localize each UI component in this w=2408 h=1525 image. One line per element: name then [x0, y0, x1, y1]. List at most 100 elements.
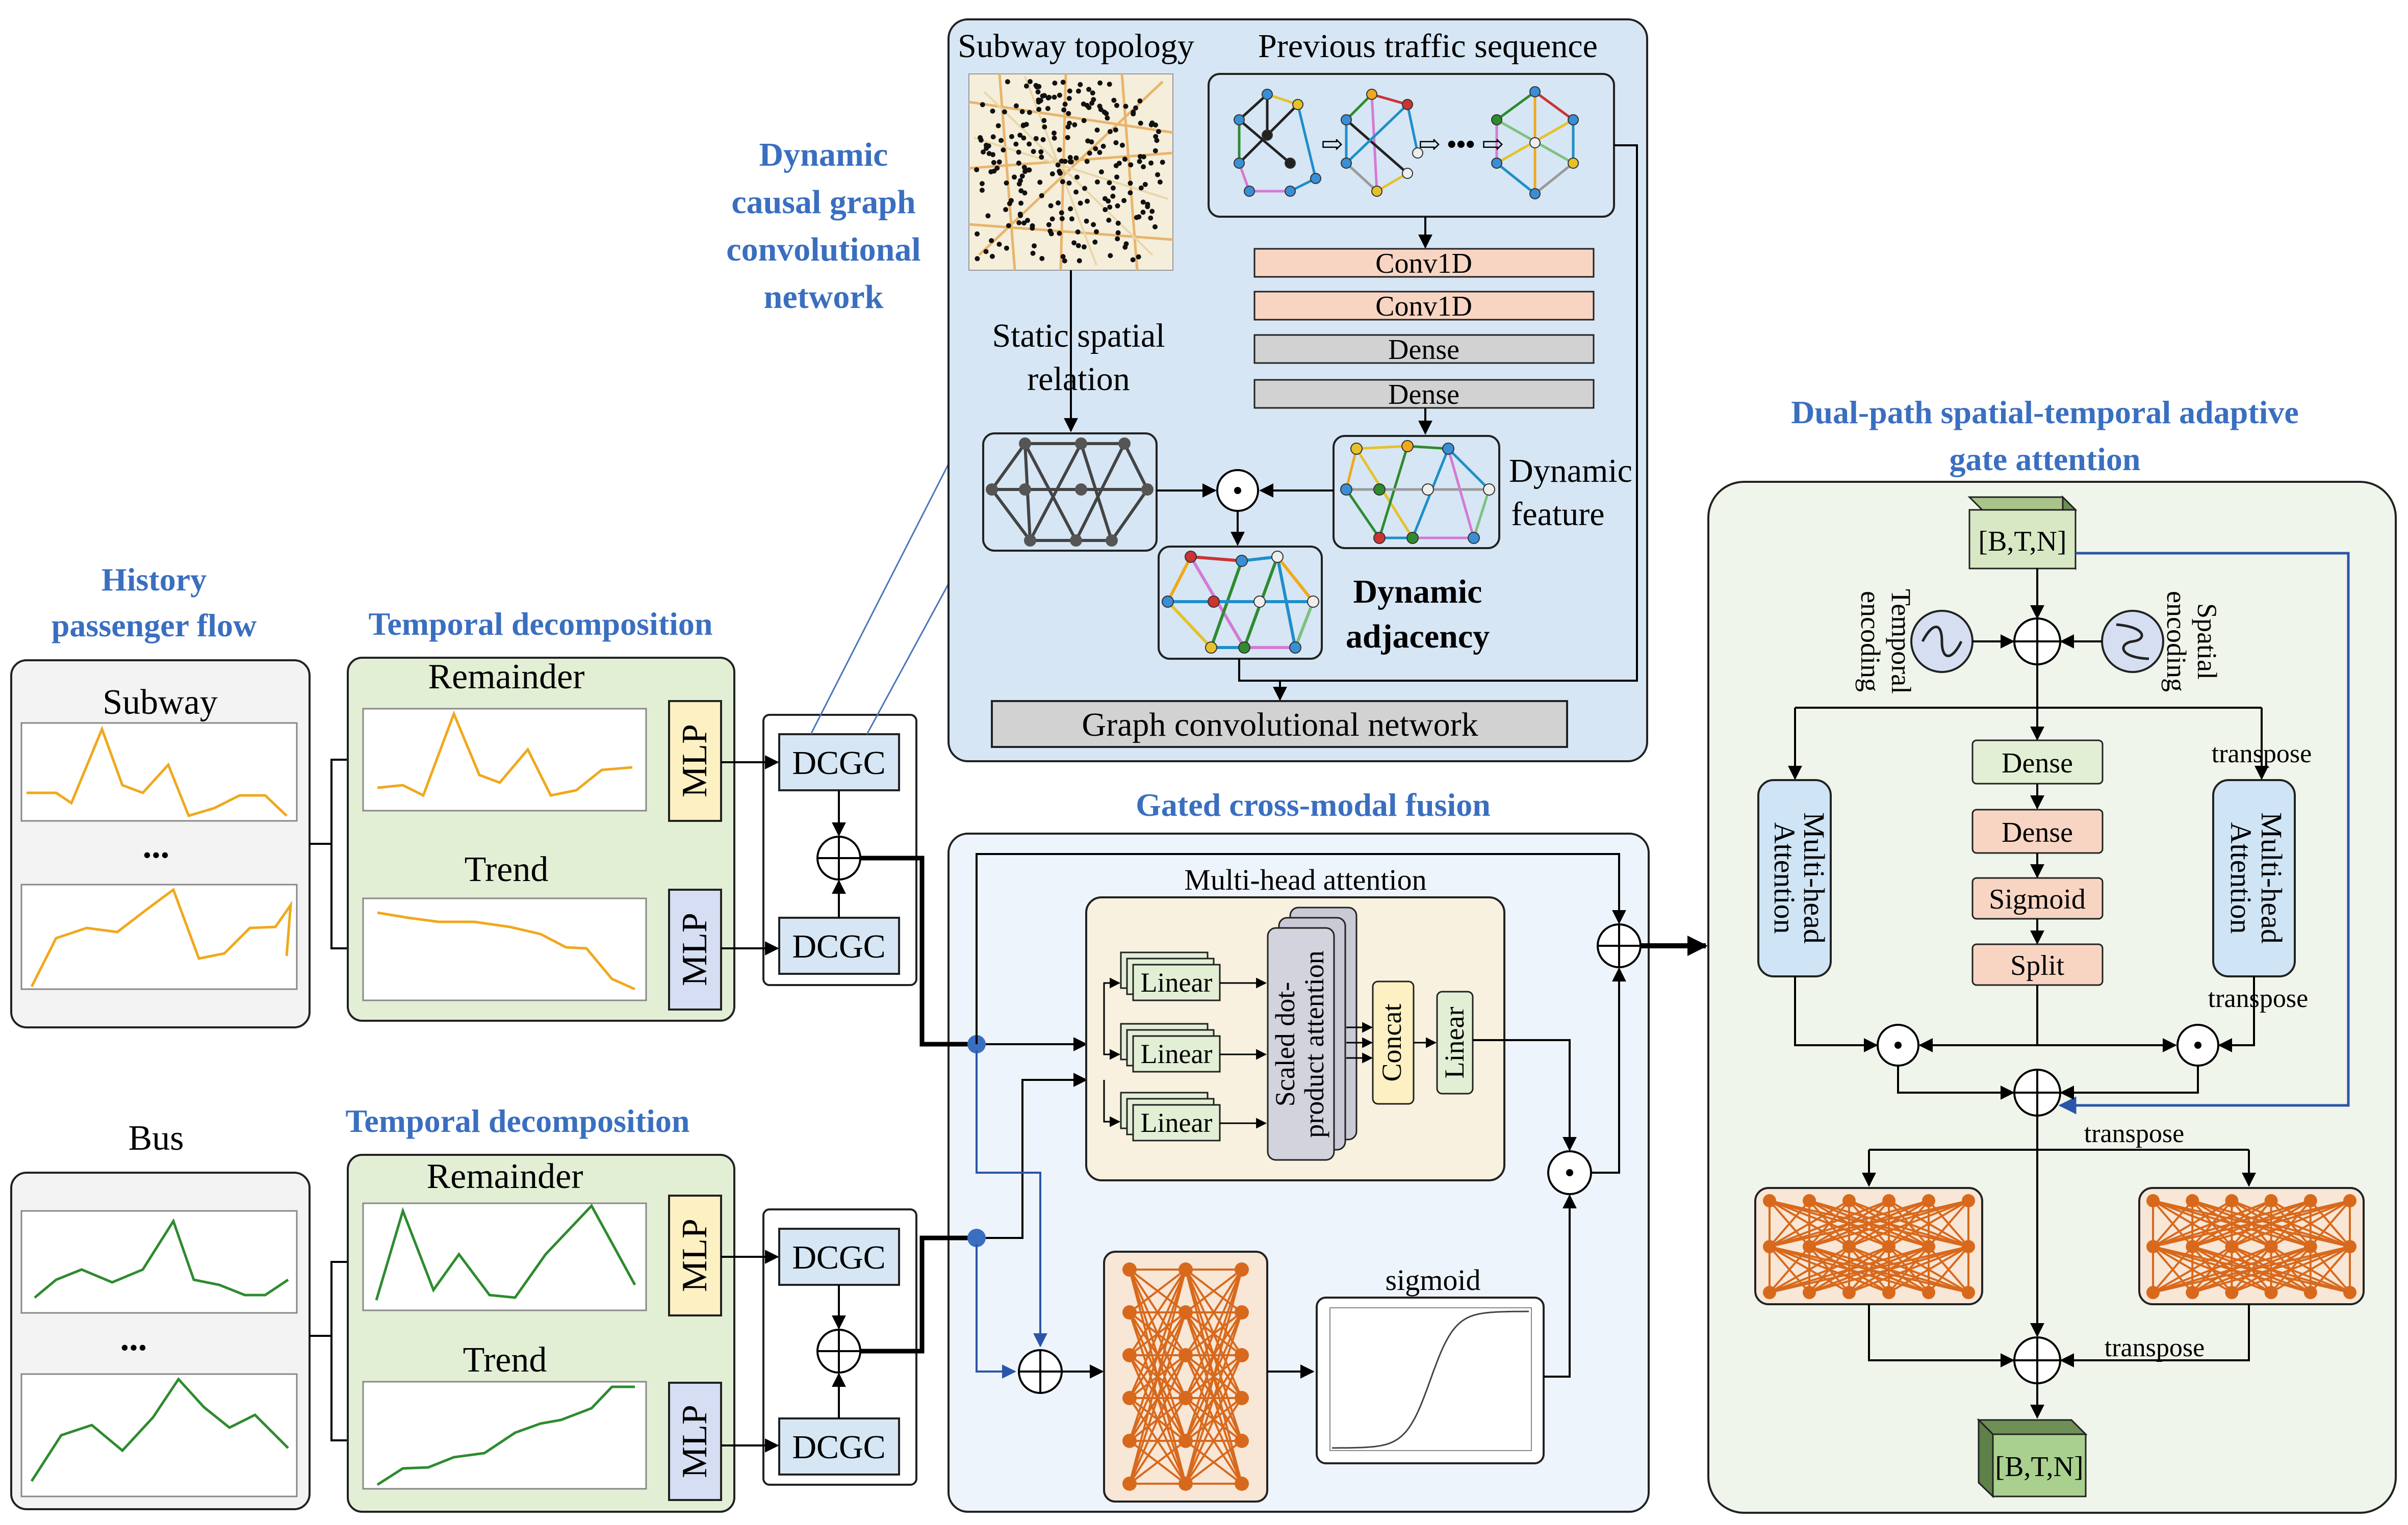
station-dot: [1038, 98, 1043, 104]
station-dot: [1018, 200, 1023, 206]
station-dot: [1107, 129, 1113, 135]
station-dot: [1133, 105, 1138, 111]
station-dot: [1045, 95, 1051, 101]
spatial-ffn-node: [2343, 1240, 2356, 1253]
traffic-node: [1262, 89, 1273, 100]
station-dot: [1066, 180, 1072, 186]
spatial-ffn-node: [2303, 1194, 2317, 1207]
station-dot: [1067, 120, 1072, 126]
linear-label-3: Linear: [1141, 1107, 1213, 1138]
fusion-net-node: [1179, 1434, 1193, 1448]
traffic-node: [1568, 158, 1579, 169]
station-dot: [1030, 250, 1036, 256]
station-dot: [975, 231, 980, 237]
temporal-ffn-node: [1962, 1194, 1975, 1207]
dense-layer-1-label: Dense: [1388, 334, 1459, 366]
fusion-net-node: [1235, 1305, 1249, 1320]
temporal-ffn-node: [1842, 1286, 1856, 1299]
fusion-net-node: [1179, 1262, 1193, 1277]
sigmoid-curve: [1332, 1310, 1529, 1449]
mlp-remainder-bus: [668, 1195, 722, 1316]
remainder-chart-subway: [362, 708, 647, 812]
station-dot: [1049, 171, 1055, 176]
station-dot: [983, 142, 989, 148]
output-tensor: [1977, 1418, 2088, 1498]
station-dot: [1019, 173, 1025, 179]
conv1d-layer-1: [1253, 248, 1595, 278]
output-tensor-label: [B,T,N]: [1995, 1451, 2083, 1483]
gcn-block: [991, 700, 1568, 748]
station-dot: [1094, 127, 1100, 133]
station-dot: [1021, 165, 1027, 170]
station-dot: [1016, 181, 1022, 187]
temporal-ffn-node: [1962, 1240, 1975, 1253]
subway-series-line-2: [30, 888, 293, 988]
trend-chart-subway: [362, 897, 647, 1001]
subway-topology-label: Subway topology: [958, 28, 1194, 65]
station-dot: [1057, 169, 1062, 174]
station-dot: [1121, 198, 1127, 203]
station-dot: [1048, 203, 1054, 209]
station-dot: [1086, 87, 1092, 92]
station-dot: [1106, 217, 1112, 223]
station-dot: [1072, 122, 1078, 127]
fusion-net-node: [1179, 1391, 1193, 1405]
station-dot: [1145, 204, 1150, 210]
dynamic-causal-title-line4: network: [764, 278, 884, 316]
spatial-ffn-node: [2186, 1286, 2199, 1299]
station-dot: [1086, 105, 1092, 110]
gated-fusion-panel: Multi-head attention LinearLinearLinear …: [860, 833, 1650, 1513]
station-dot: [1048, 231, 1054, 237]
spatial-ffn-node: [2146, 1194, 2160, 1207]
station-dot: [1093, 146, 1098, 151]
station-dot: [1004, 180, 1009, 186]
linear-block-2: [1132, 1035, 1221, 1073]
mlp-trend-subway-label: MLP: [675, 913, 714, 986]
transpose-label-4: transpose: [2105, 1333, 2205, 1362]
conv1d-layer-1-label: Conv1D: [1375, 248, 1472, 279]
mlp-remainder-subway-label: MLP: [675, 724, 714, 797]
dual-path-title-line2: gate attention: [1949, 441, 2140, 477]
station-dot: [998, 138, 1004, 143]
dcgc-bus-remainder-label: DCGC: [792, 1239, 885, 1276]
station-dot: [1091, 222, 1096, 227]
traffic-node: [1402, 168, 1413, 179]
station-dot: [1078, 200, 1083, 206]
station-dot: [1105, 115, 1110, 121]
station-dot: [1073, 155, 1079, 161]
traffic-node: [1412, 147, 1423, 159]
station-dot: [1140, 210, 1146, 215]
station-dot: [995, 123, 1001, 128]
linear-block-3: [1132, 1104, 1221, 1142]
dynamic-causal-title-line1: Dynamic: [759, 136, 888, 173]
station-dot: [991, 160, 996, 165]
station-dot: [1104, 111, 1109, 116]
station-dot: [1138, 120, 1143, 126]
temporal-ffn-node: [1922, 1240, 1935, 1253]
dcgc-bus-trend-label: DCGC: [792, 1429, 885, 1466]
subway-series-chart-1: [20, 722, 298, 822]
station-dot: [990, 108, 995, 114]
station-dot: [1004, 245, 1009, 251]
spatial-ffn-node: [2264, 1194, 2278, 1207]
station-dot: [1110, 193, 1116, 199]
station-dot: [1119, 142, 1125, 148]
fusion-net-node: [1122, 1305, 1137, 1320]
station-dot: [978, 135, 983, 140]
station-dot: [989, 238, 994, 243]
traffic-node: [1371, 186, 1382, 197]
station-dot: [1039, 193, 1044, 198]
station-dot: [1042, 124, 1047, 130]
spatial-mha-line2: Attention: [2224, 822, 2258, 934]
station-dot: [1046, 222, 1052, 227]
station-dot: [1012, 174, 1017, 180]
station-dot: [1001, 147, 1006, 153]
station-dot: [1097, 80, 1103, 86]
fusion-mlp-net: [1103, 1251, 1268, 1503]
station-dot: [1138, 185, 1144, 191]
station-dot: [1114, 102, 1119, 108]
station-dot: [1082, 186, 1087, 191]
station-dot: [1009, 134, 1014, 139]
station-dot: [1026, 167, 1031, 173]
dcgc-bus-trend: [778, 1417, 900, 1476]
